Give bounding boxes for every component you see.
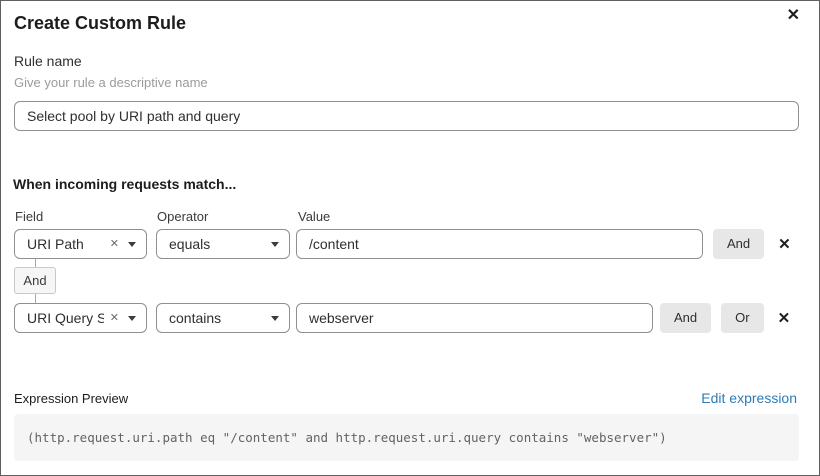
field-select-1-value: URI Path — [27, 236, 84, 252]
expression-preview-label: Expression Preview — [14, 391, 129, 406]
connector-line-bottom — [34, 294, 36, 303]
and-connector-badge: And — [14, 267, 56, 294]
operator-select-1[interactable]: equals — [156, 229, 290, 259]
expression-preview-code: (http.request.uri.path eq "/content" and… — [27, 430, 667, 445]
field-column-label: Field — [15, 209, 44, 224]
close-icon[interactable]: ✕ — [786, 7, 800, 24]
delete-row-icon-2[interactable]: ✕ — [777, 309, 791, 327]
condition-row-2: URI Query St... ✕ contains And Or ✕ — [14, 303, 819, 333]
operator-select-2[interactable]: contains — [156, 303, 290, 333]
rule-name-label: Rule name — [14, 53, 82, 69]
expression-preview-code-block: (http.request.uri.path eq "/content" and… — [14, 414, 799, 461]
edit-expression-link[interactable]: Edit expression — [701, 390, 797, 406]
chevron-down-icon — [128, 241, 136, 247]
connector-line-top — [34, 259, 36, 267]
operator-select-1-value: equals — [169, 236, 211, 252]
value-column-label: Value — [298, 209, 331, 224]
dialog-title: Create Custom Rule — [14, 13, 187, 33]
column-labels: Field Operator Value — [14, 209, 819, 225]
condition-row-1: URI Path ✕ equals And ✕ — [14, 229, 819, 259]
clear-icon[interactable]: ✕ — [109, 237, 119, 250]
chevron-down-icon — [128, 315, 136, 321]
chevron-down-icon — [271, 315, 279, 321]
rule-name-input[interactable] — [14, 101, 799, 131]
match-heading: When incoming requests match... — [13, 176, 237, 192]
value-input-1[interactable] — [296, 229, 703, 259]
field-select-2-value: URI Query St... — [27, 310, 104, 326]
value-input-2[interactable] — [296, 303, 653, 333]
rule-name-helper: Give your rule a descriptive name — [14, 75, 208, 90]
chevron-down-icon — [271, 241, 279, 247]
or-button-2[interactable]: Or — [721, 303, 764, 333]
delete-row-icon-1[interactable]: ✕ — [778, 235, 791, 253]
and-connector: And — [14, 259, 56, 303]
and-button-1[interactable]: And — [713, 229, 765, 259]
expression-preview-header: Expression Preview Edit expression — [14, 390, 797, 407]
and-button-2[interactable]: And — [660, 303, 712, 333]
field-select-2[interactable]: URI Query St... ✕ — [14, 303, 147, 333]
operator-select-2-value: contains — [169, 310, 222, 326]
field-select-1[interactable]: URI Path ✕ — [14, 229, 147, 259]
clear-icon[interactable]: ✕ — [109, 311, 119, 324]
operator-column-label: Operator — [157, 209, 209, 224]
